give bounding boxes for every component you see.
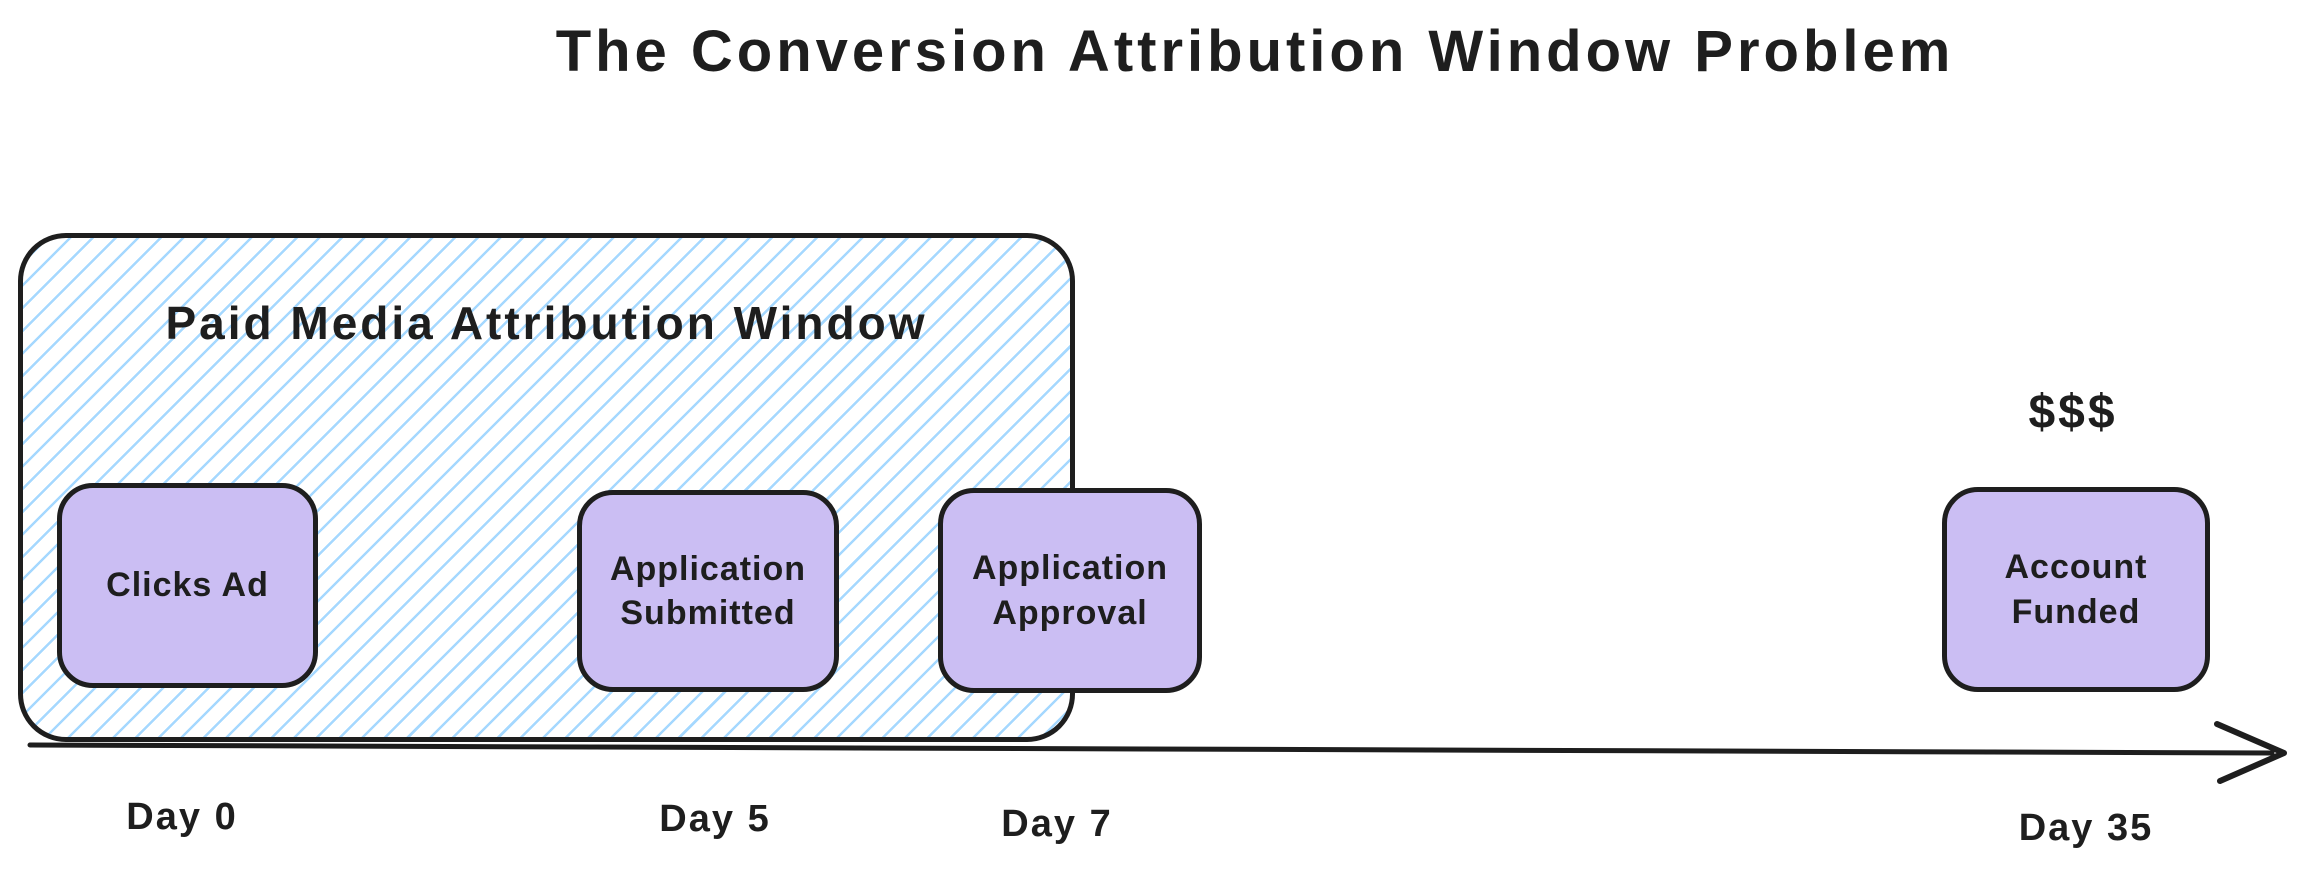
timeline-label-day-0: Day 0 <box>126 796 238 838</box>
event-label-application-approval: Application Approval <box>971 549 1169 632</box>
event-label-clicks-ad: Clicks Ad <box>106 566 269 605</box>
event-box-clicks-ad: Clicks Ad <box>57 483 318 688</box>
timeline-label-day-7: Day 7 <box>1001 803 1113 845</box>
money-annotation: $$$ <box>2028 386 2118 439</box>
timeline-label-day-35: Day 35 <box>2018 807 2154 849</box>
arrowhead-icon <box>2214 721 2287 784</box>
event-label-account-funded: Account Funded <box>2004 548 2148 631</box>
event-label-application-submitted: Application Submitted <box>609 549 807 632</box>
attribution-window-label: Paid Media Attribution Window <box>165 297 928 349</box>
timeline-label-day-5: Day 5 <box>659 798 771 840</box>
event-box-account-funded: Account Funded <box>1942 487 2210 692</box>
timeline-axis-line <box>27 742 2275 756</box>
event-box-application-approval: Application Approval <box>938 488 1202 693</box>
diagram-title: The Conversion Attribution Window Proble… <box>555 19 1955 84</box>
event-box-application-submitted: Application Submitted <box>577 490 839 692</box>
